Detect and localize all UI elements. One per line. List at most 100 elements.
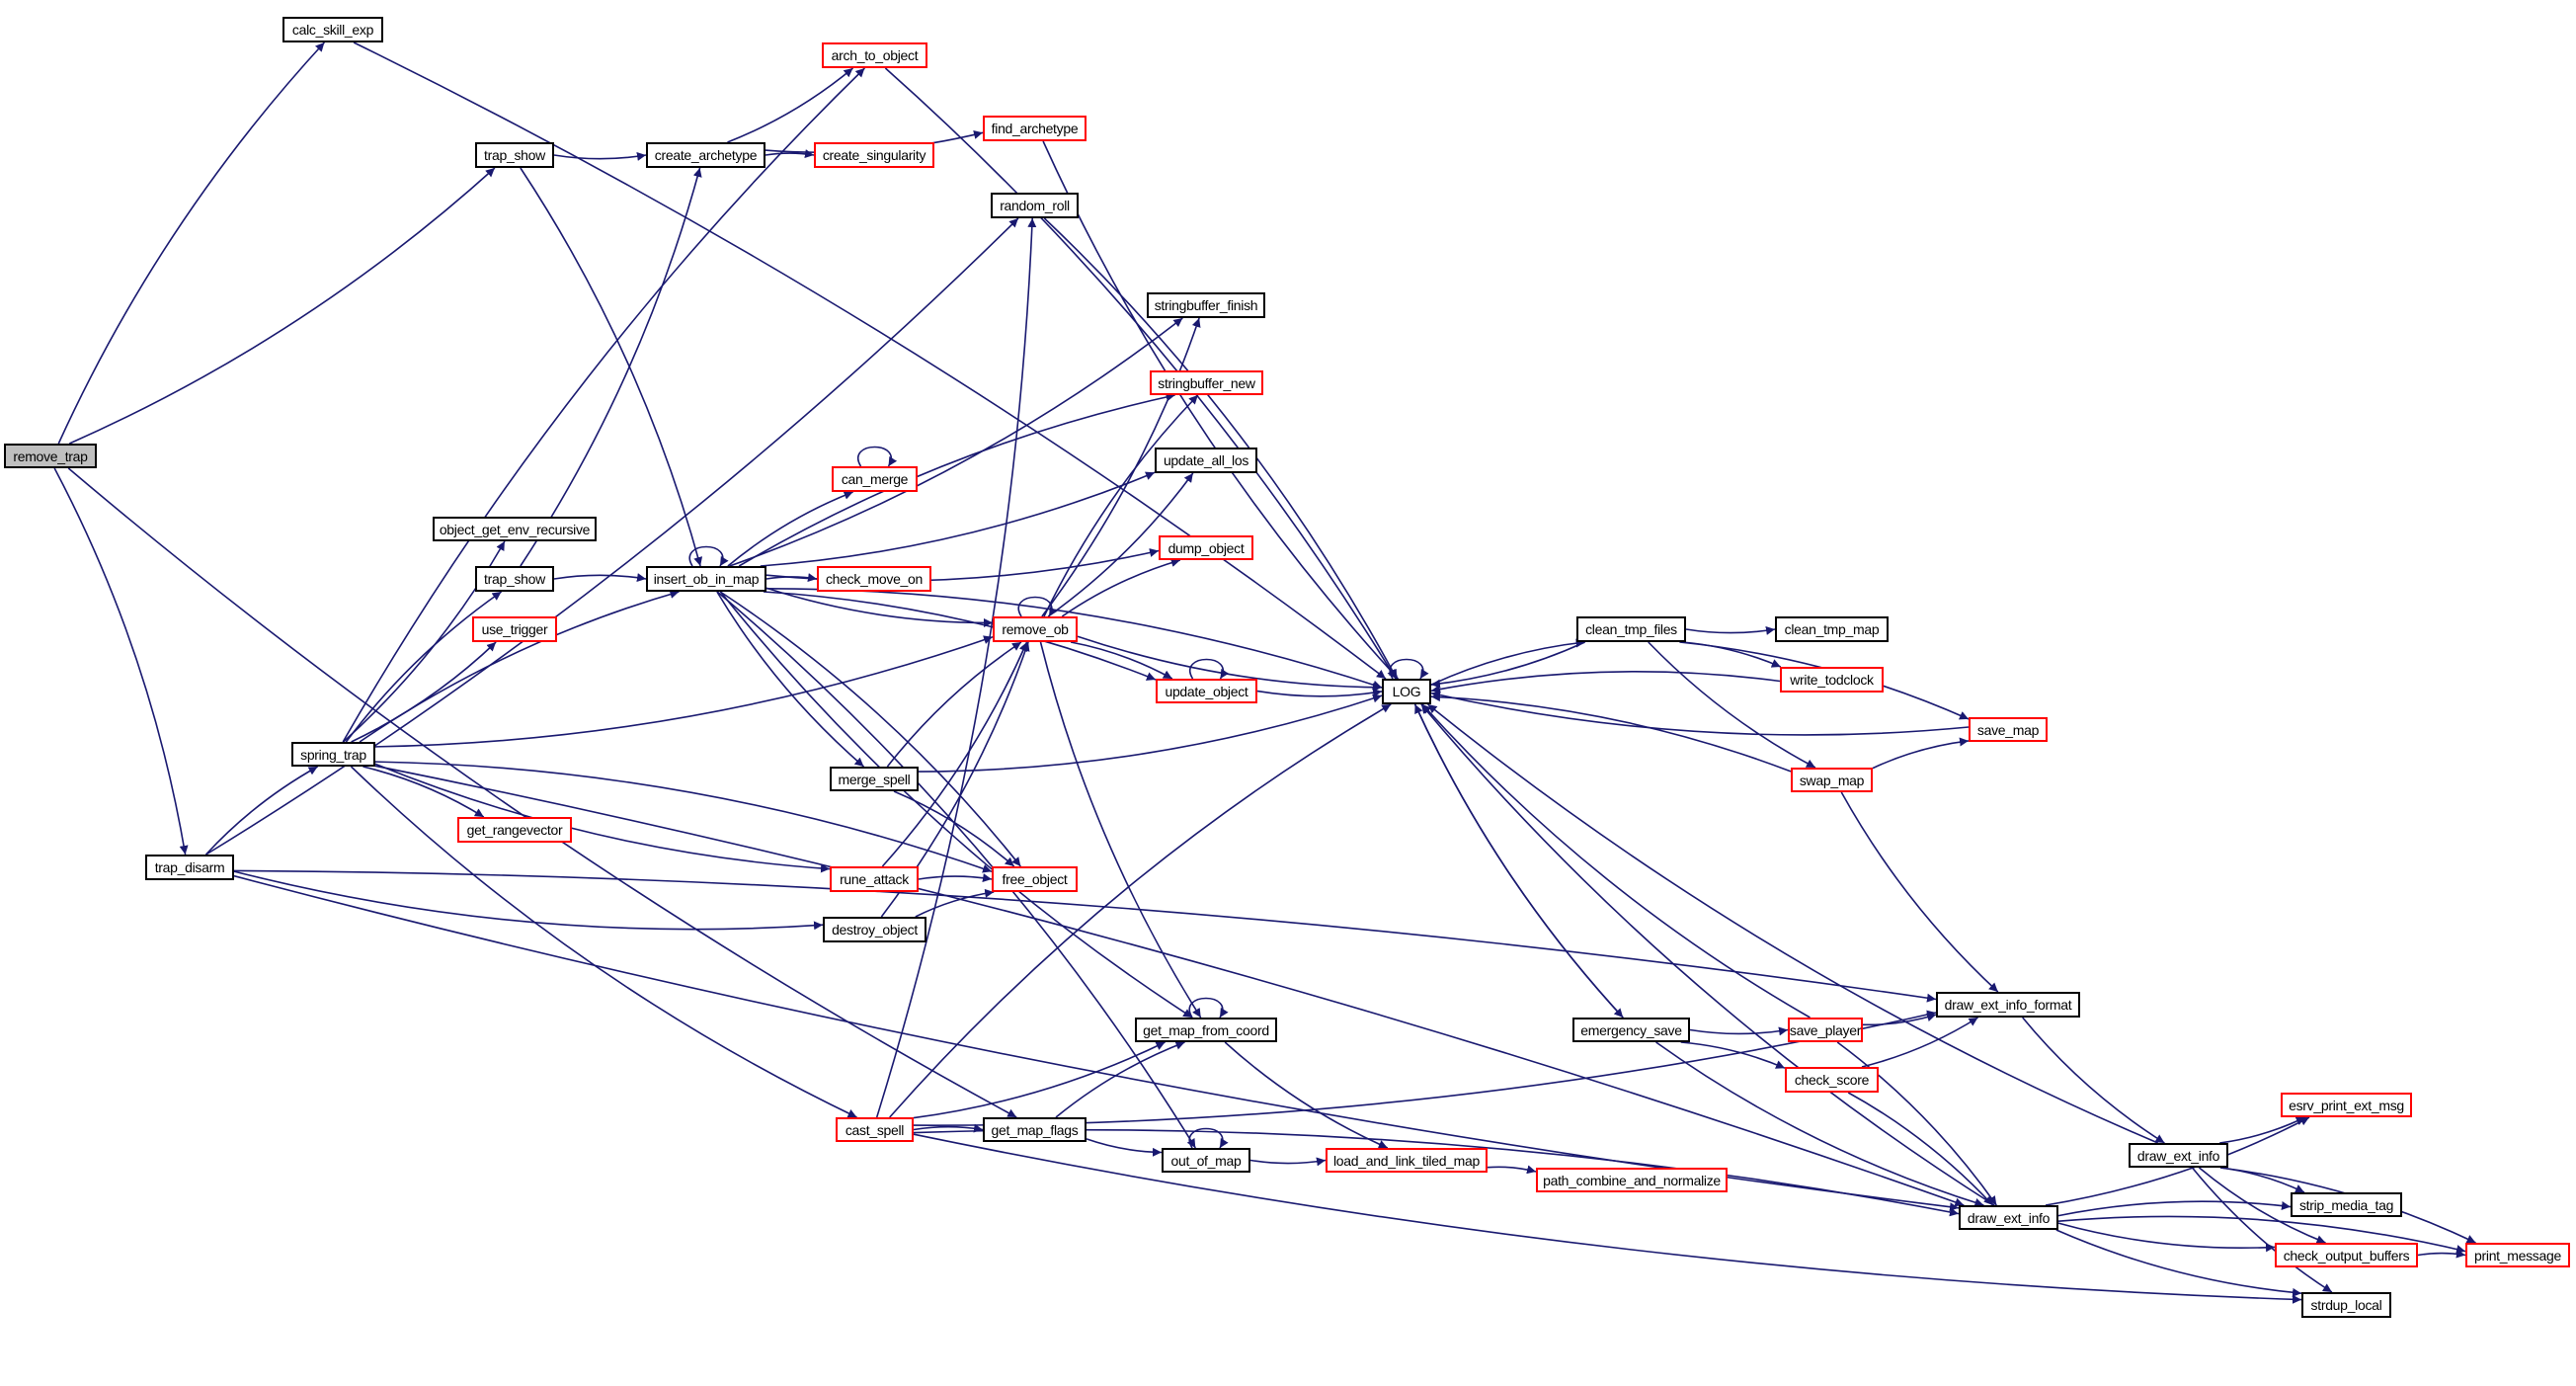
edge-rune-attack-to-free-object [918, 873, 993, 883]
edge-random-roll-to-log [1043, 217, 1398, 680]
node-check-output-buffers[interactable]: check_output_buffers [2275, 1243, 2418, 1267]
node-save-player[interactable]: save_player [1788, 1018, 1863, 1042]
edge-trap-show-b-to-create-archetype [520, 167, 702, 567]
edge-merge-spell-to-remove-ob [886, 641, 1022, 768]
node-label: create_singularity [822, 147, 926, 163]
node-out-of-map[interactable]: out_of_map [1162, 1148, 1250, 1173]
node-get-rangevector[interactable]: get_rangevector [457, 817, 572, 843]
node-cast-spell[interactable]: cast_spell [836, 1117, 914, 1142]
node-stringbuffer-new[interactable]: stringbuffer_new [1150, 370, 1263, 395]
node-can-merge[interactable]: can_merge [832, 466, 918, 492]
node-update-all-los[interactable]: update_all_los [1155, 448, 1257, 473]
edge-spring-trap-to-cast-spell [350, 766, 857, 1118]
node-label: get_map_flags [991, 1121, 1079, 1138]
node-trap-disarm[interactable]: trap_disarm [145, 855, 234, 880]
node-trap-show-b[interactable]: trap_show [475, 566, 554, 592]
node-update-object[interactable]: update_object [1156, 679, 1257, 703]
node-spring-trap[interactable]: spring_trap [291, 742, 375, 767]
node-check-score[interactable]: check_score [1785, 1067, 1879, 1093]
node-insert-ob-in-map[interactable]: insert_ob_in_map [646, 566, 766, 592]
edge-draw-ext-info-r-to-log [1427, 703, 2159, 1144]
node-draw-ext-info-format[interactable]: draw_ext_info_format [1936, 992, 2080, 1018]
edge-remove-ob-to-get-map-from-coord [1039, 641, 1202, 1019]
node-esrv-print-ext-msg[interactable]: esrv_print_ext_msg [2281, 1093, 2412, 1117]
edge-remove-ob-to-update-object [1070, 641, 1173, 680]
edge-get-map-flags-to-out-of-map [1086, 1138, 1163, 1157]
node-label: free_object [1002, 871, 1068, 887]
node-calc-skill-exp[interactable]: calc_skill_exp [282, 17, 383, 42]
node-use-trigger[interactable]: use_trigger [472, 616, 557, 642]
edge-spring-trap-to-insert-ob-in-map [359, 590, 680, 743]
node-find-archetype[interactable]: find_archetype [983, 116, 1087, 141]
node-rune-attack[interactable]: rune_attack [830, 866, 919, 892]
node-label: draw_ext_info [2136, 1147, 2220, 1164]
node-trap-show-a[interactable]: trap_show [475, 142, 554, 168]
node-clean-tmp-map[interactable]: clean_tmp_map [1775, 616, 1889, 642]
node-remove-ob[interactable]: remove_ob [993, 616, 1078, 642]
edge-calc-skill-exp-to-log [353, 41, 1387, 680]
node-swap-map[interactable]: swap_map [1791, 768, 1873, 792]
edge-check-score-to-draw-ext-info-format [1861, 1017, 1978, 1068]
node-merge-spell[interactable]: merge_spell [830, 767, 919, 791]
edge-insert-ob-in-map-to-stringbuffer-finish [729, 317, 1183, 567]
node-create-archetype[interactable]: create_archetype [646, 142, 765, 168]
edge-get-map-flags-to-get-map-from-coord [1055, 1041, 1185, 1118]
edge-remove-ob-to-stringbuffer-finish [1041, 317, 1201, 617]
node-label: insert_ob_in_map [653, 571, 760, 587]
node-strdup-local[interactable]: strdup_local [2301, 1292, 2391, 1318]
node-path-combine-and-normalize[interactable]: path_combine_and_normalize [1536, 1168, 1728, 1192]
node-get-map-flags[interactable]: get_map_flags [983, 1117, 1087, 1142]
edge-spring-trap-to-trap-show-b [345, 591, 503, 743]
node-arch-to-object[interactable]: arch_to_object [822, 42, 927, 68]
edge-log-to-emergency-save [1413, 703, 1624, 1019]
node-label: object_get_env_recursive [439, 521, 591, 537]
node-label: update_object [1165, 683, 1248, 699]
edge-create-archetype-to-create-singularity [765, 149, 815, 159]
edge-trap-disarm-to-spring-trap [204, 766, 318, 856]
node-save-map[interactable]: save_map [1969, 717, 2048, 742]
edge-out-of-map-to-load-and-link-tiled-map [1249, 1157, 1327, 1167]
node-draw-ext-info-r[interactable]: draw_ext_info [2129, 1143, 2228, 1168]
node-free-object[interactable]: free_object [992, 866, 1078, 892]
node-destroy-object[interactable]: destroy_object [823, 917, 926, 942]
edge-log-to-log [1389, 658, 1429, 680]
node-label: trap_disarm [154, 859, 225, 875]
edge-insert-ob-in-map-to-merge-spell [716, 591, 865, 768]
node-log[interactable]: LOG [1382, 679, 1431, 704]
node-label: out_of_map [1170, 1152, 1242, 1169]
node-random-roll[interactable]: random_roll [991, 193, 1079, 218]
edge-save-player-to-draw-ext-info-format [1862, 1013, 1937, 1026]
node-label: update_all_los [1163, 452, 1249, 468]
edge-remove-ob-to-remove-ob [1017, 596, 1058, 617]
edge-cast-spell-to-get-map-flags [913, 1123, 984, 1133]
node-label: clean_tmp_map [1784, 621, 1880, 637]
edge-rune-attack-to-remove-ob [881, 641, 1028, 867]
node-create-singularity[interactable]: create_singularity [814, 142, 934, 168]
edge-draw-ext-info-to-strdup-local [2055, 1229, 2302, 1297]
node-label: trap_show [484, 147, 545, 163]
edge-draw-ext-info-to-print-message [2057, 1215, 2466, 1254]
node-label: remove_trap [13, 448, 88, 464]
node-label: write_todclock [1790, 672, 1874, 688]
node-label: can_merge [841, 471, 909, 487]
edge-check-score-to-draw-ext-info [1847, 1092, 1994, 1206]
node-print-message[interactable]: print_message [2465, 1243, 2570, 1267]
node-object-get-env-recursive[interactable]: object_get_env_recursive [433, 517, 597, 541]
node-emergency-save[interactable]: emergency_save [1572, 1018, 1690, 1042]
edge-swap-map-to-save-map [1872, 737, 1970, 770]
node-label: strdup_local [2310, 1297, 2382, 1313]
node-strip-media-tag[interactable]: strip_media_tag [2291, 1192, 2402, 1217]
node-stringbuffer-finish[interactable]: stringbuffer_finish [1147, 292, 1265, 318]
node-write-todclock[interactable]: write_todclock [1780, 667, 1884, 693]
node-draw-ext-info[interactable]: draw_ext_info [1959, 1205, 2058, 1230]
node-remove-trap[interactable]: remove_trap [4, 444, 97, 468]
edge-emergency-save-to-draw-ext-info [1655, 1041, 1984, 1207]
node-load-and-link-tiled-map[interactable]: load_and_link_tiled_map [1326, 1148, 1488, 1173]
node-check-move-on[interactable]: check_move_on [817, 566, 931, 592]
node-get-map-from-coord[interactable]: get_map_from_coord [1135, 1018, 1277, 1042]
node-dump-object[interactable]: dump_object [1159, 535, 1253, 560]
edge-emergency-save-to-save-player [1689, 1026, 1789, 1036]
node-clean-tmp-files[interactable]: clean_tmp_files [1576, 616, 1686, 642]
